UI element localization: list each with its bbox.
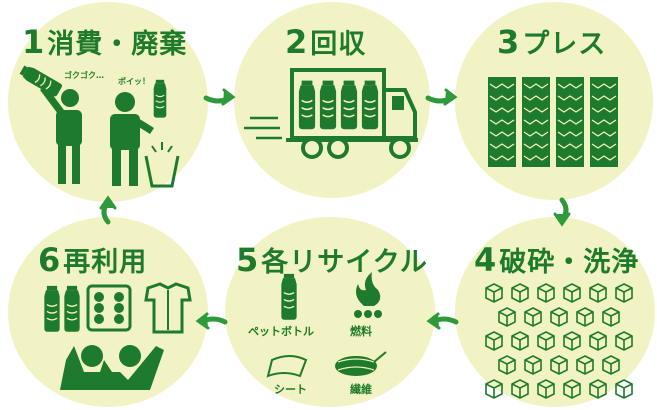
- step-6-title: 6再利用: [38, 240, 147, 279]
- step-3-title: 3プレス: [497, 22, 606, 61]
- step-4-label: 破砕・洗浄: [499, 247, 640, 278]
- throwing-person-icon: [110, 79, 167, 186]
- step-2-label: 回収: [310, 29, 367, 60]
- step-3-label: プレス: [522, 29, 607, 60]
- fuel-icon: [354, 272, 382, 318]
- arrow-2-to-3-icon: [425, 88, 458, 106]
- speech-throw: ポイッ！: [118, 77, 150, 86]
- step-5-label: 各リサイクル: [261, 247, 428, 278]
- step-2-title: 2回収: [285, 22, 366, 61]
- step-2-number: 2: [285, 23, 309, 61]
- arrow-5-to-6-icon: [195, 312, 228, 330]
- arrow-1-to-2-icon: [203, 88, 236, 106]
- step-1-label: 消費・廃棄: [47, 29, 188, 60]
- step-1-number: 1: [22, 23, 46, 61]
- arrow-6-to-1-icon: [99, 195, 117, 225]
- shirt-icon: [144, 282, 192, 334]
- trash-can-icon: [144, 142, 180, 188]
- pet-bottle-icon: [280, 273, 298, 321]
- label-fiber: 繊維: [350, 383, 372, 396]
- step-1-title: 1消費・廃棄: [22, 22, 187, 61]
- reused-bottles-icon: [43, 285, 81, 333]
- arrow-4-to-5-icon: [426, 312, 459, 330]
- step-5-circle: [225, 217, 435, 407]
- egg-tray-icon: [86, 284, 132, 332]
- step-5-title: 5各リサイクル: [236, 240, 428, 279]
- pressed-bales-icon: [487, 74, 619, 170]
- label-sheet: シート: [274, 383, 307, 396]
- step-6-label: 再利用: [63, 247, 148, 278]
- arrow-3-to-4-icon: [553, 197, 571, 227]
- speech-drink: ゴクゴク…: [64, 71, 104, 80]
- truck-icon: [244, 68, 418, 159]
- step-4-title: 4破砕・洗浄: [474, 240, 639, 279]
- label-pet-bottle: ペットボトル: [248, 325, 314, 338]
- step-4-circle: [455, 217, 655, 407]
- step-3-number: 3: [497, 23, 521, 61]
- step-5-number: 5: [236, 241, 260, 279]
- flakes-icon: [485, 283, 633, 399]
- label-fuel: 燃料: [350, 325, 372, 338]
- step-6-number: 6: [38, 241, 62, 279]
- step-4-number: 4: [474, 241, 498, 279]
- drinking-person-icon: [17, 62, 82, 184]
- happy-people-icon: [60, 345, 164, 390]
- sheet-icon: [266, 355, 308, 378]
- fiber-icon: [335, 351, 387, 376]
